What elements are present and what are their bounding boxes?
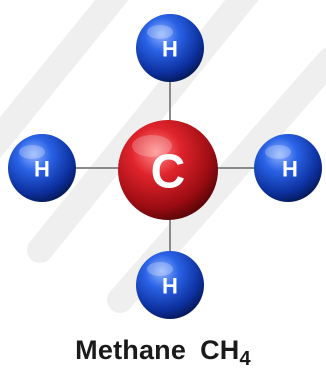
carbon-label: C bbox=[151, 146, 186, 199]
hydrogen-label: H bbox=[282, 157, 298, 182]
molecule-caption: Methane CH4 bbox=[0, 335, 326, 370]
hydrogen-atom-right: H bbox=[254, 134, 322, 202]
hydrogen-atom-left: H bbox=[8, 134, 76, 202]
formula-main: CH bbox=[200, 335, 240, 365]
formula-subscript: 4 bbox=[239, 348, 251, 370]
hydrogen-label: H bbox=[162, 274, 178, 299]
hydrogen-label: H bbox=[162, 37, 178, 62]
carbon-atom: C bbox=[118, 120, 218, 220]
molecule-formula: CH4 bbox=[200, 335, 251, 370]
molecule-name: Methane bbox=[75, 335, 187, 365]
hydrogen-atom-bottom: H bbox=[136, 251, 204, 319]
methane-molecule-diagram: H H H H C bbox=[0, 0, 326, 319]
hydrogen-atom-top: H bbox=[136, 14, 204, 82]
hydrogen-label: H bbox=[34, 157, 50, 182]
